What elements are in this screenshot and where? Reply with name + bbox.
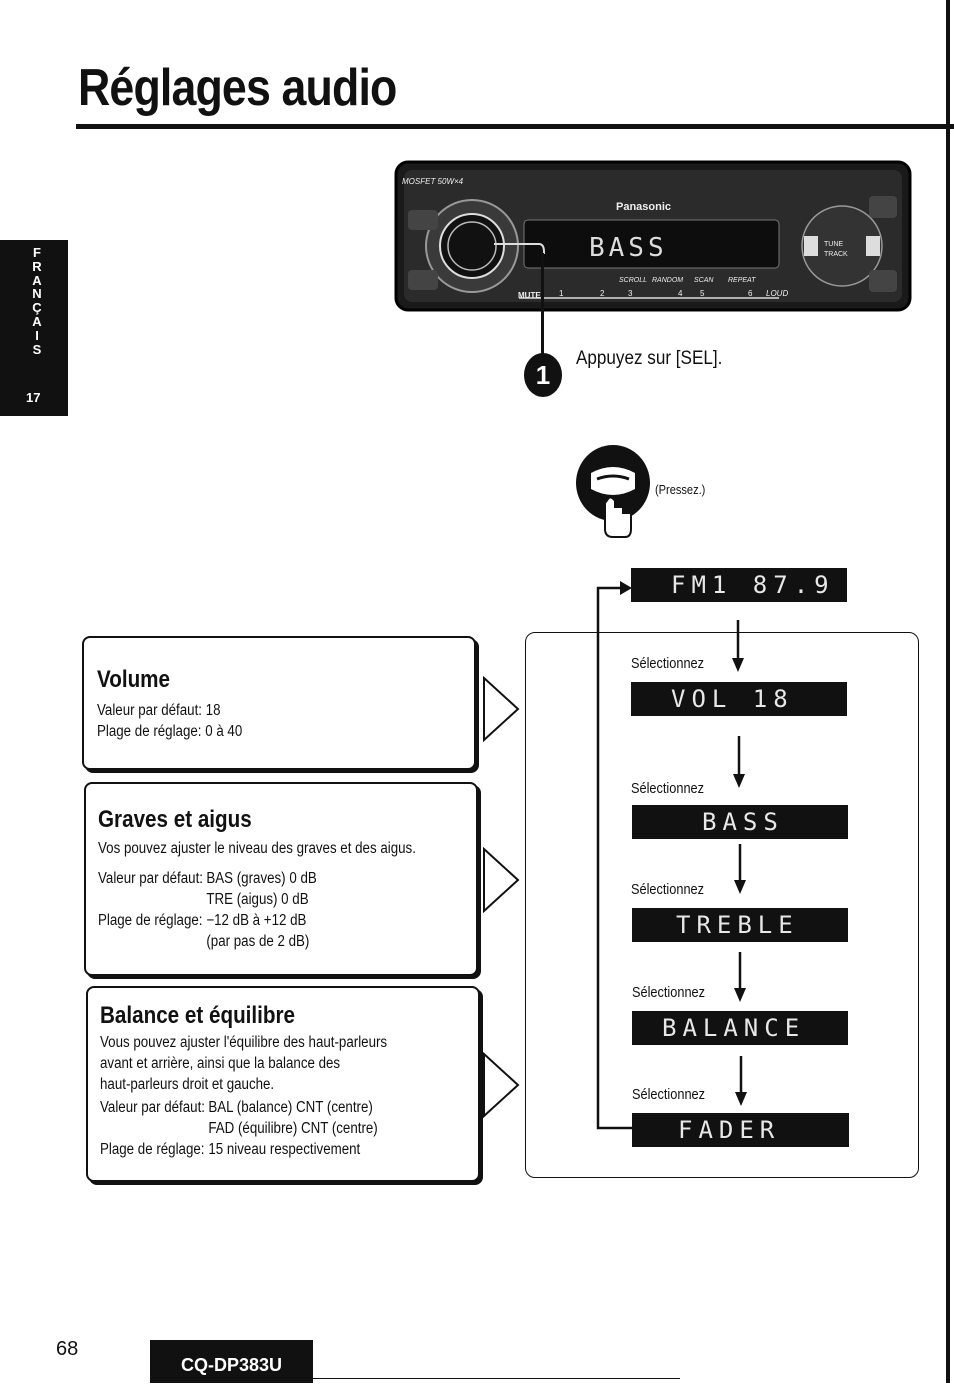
side-letter: I	[35, 327, 39, 343]
volume-range: Plage de réglage: 0 à 40	[97, 723, 243, 740]
setting-key	[98, 931, 206, 952]
select-label: Sélectionnez	[631, 780, 705, 797]
lcd-display-volume: VOL 18	[631, 682, 847, 716]
pointer-triangle-icon	[483, 847, 520, 913]
selection-flow-panel	[525, 632, 919, 1178]
select-label: Sélectionnez	[631, 881, 705, 898]
setting-key: Valeur par défaut:	[98, 870, 203, 887]
language-side-tab: F R A N Ç A I S 17	[0, 240, 68, 416]
press-label: (Pressez.)	[655, 482, 706, 497]
setting-value: FAD (équilibre) CNT (centre)	[208, 1120, 378, 1137]
side-letter: F	[33, 245, 41, 260]
select-label: Sélectionnez	[631, 655, 705, 672]
loop-back-arrow-icon	[596, 581, 632, 1130]
bass-treble-info-box: Graves et aigus Vos pouvez ajuster le ni…	[84, 782, 478, 976]
pointer-triangle-icon	[483, 676, 520, 742]
device-label: 6	[748, 289, 753, 298]
down-arrow-icon	[735, 1056, 747, 1106]
setting-value: TRE (aigus) 0 dB	[206, 891, 309, 908]
device-label: SCAN	[694, 277, 714, 284]
device-badge: MOSFET 50W×4	[402, 177, 464, 186]
device-label: 4	[678, 289, 683, 298]
device-brand: Panasonic	[616, 201, 671, 213]
step-number-badge: 1	[524, 353, 562, 397]
bass-treble-title: Graves et aigus	[98, 806, 252, 833]
device-label: REPEAT	[728, 277, 756, 284]
down-arrow-icon	[734, 952, 746, 1002]
title-rule	[76, 124, 954, 129]
device-label: MUTE	[518, 291, 541, 300]
model-number-tab: CQ-DP383U	[150, 1340, 313, 1383]
down-arrow-icon	[732, 620, 744, 672]
setting-value: BAS (graves) 0 dB	[206, 870, 317, 887]
setting-key: Plage de réglage:	[100, 1141, 205, 1158]
device-display-text: BASS	[589, 233, 668, 263]
volume-info-box: Volume Valeur par défaut: 18 Plage de ré…	[82, 636, 476, 770]
device-label: 3	[628, 289, 633, 298]
volume-default: Valeur par défaut: 18	[97, 702, 221, 719]
balance-intro-line: avant et arrière, ainsi que la balance d…	[100, 1055, 341, 1072]
side-letter: A	[32, 313, 42, 329]
side-letter: R	[32, 258, 42, 274]
car-stereo-illustration: MOSFET 50W×4 Panasonic BASS SCROLL RANDO…	[394, 160, 912, 312]
setting-key	[100, 1118, 208, 1139]
footer-rule	[150, 1378, 680, 1379]
setting-value: 15 niveau respectivement	[208, 1141, 361, 1158]
step-pointer-line	[541, 253, 544, 359]
bass-treble-intro: Vos pouvez ajuster le niveau des graves …	[98, 840, 416, 857]
device-label: RANDOM	[652, 277, 683, 284]
lcd-display-bass: BASS	[632, 805, 848, 839]
setting-key: Valeur par défaut:	[100, 1099, 205, 1116]
side-letter: S	[32, 341, 42, 357]
device-label: 2	[600, 289, 605, 298]
step-instruction: Appuyez sur [SEL].	[576, 348, 723, 369]
device-label: TRACK	[824, 251, 848, 258]
down-arrow-icon	[733, 736, 745, 788]
volume-title: Volume	[97, 666, 171, 693]
balance-fader-info-box: Balance et équilibre Vous pouvez ajuster…	[86, 986, 480, 1182]
section-page-number: 17	[26, 390, 41, 405]
balance-intro-line: haut-parleurs droit et gauche.	[100, 1076, 275, 1093]
setting-key: Plage de réglage:	[98, 912, 203, 929]
balance-intro-line: Vous pouvez ajuster l'équilibre des haut…	[100, 1034, 388, 1051]
select-label: Sélectionnez	[632, 984, 706, 1001]
page-title: Réglages audio	[78, 59, 397, 117]
page-edge-line	[946, 0, 950, 1383]
device-label: 5	[700, 289, 705, 298]
side-letter: A	[32, 272, 42, 288]
lcd-display-treble: TREBLE	[632, 908, 848, 942]
setting-value: BAL (balance) CNT (centre)	[208, 1099, 373, 1116]
setting-key	[98, 889, 206, 910]
lcd-display-frequency: FM1 87.9	[631, 568, 847, 602]
side-letter: Ç	[32, 300, 42, 316]
down-arrow-icon	[734, 844, 746, 894]
lcd-display-balance: BALANCE	[632, 1011, 848, 1045]
balance-title: Balance et équilibre	[100, 1002, 296, 1029]
language-letters: F R A N Ç A I S	[30, 246, 44, 356]
side-letter: N	[32, 286, 42, 302]
device-label: 1	[559, 289, 564, 298]
setting-value: (par pas de 2 dB)	[206, 933, 310, 950]
press-button-icon	[576, 445, 650, 538]
pointer-triangle-icon	[483, 1052, 520, 1118]
device-label: TUNE	[824, 241, 843, 248]
device-label: LOUD	[766, 289, 788, 298]
select-label: Sélectionnez	[632, 1086, 706, 1103]
setting-value: −12 dB à +12 dB	[206, 912, 307, 929]
page-number: 68	[56, 1338, 79, 1360]
device-label: SCROLL	[619, 277, 647, 284]
lcd-display-fader: FADER	[632, 1113, 849, 1147]
